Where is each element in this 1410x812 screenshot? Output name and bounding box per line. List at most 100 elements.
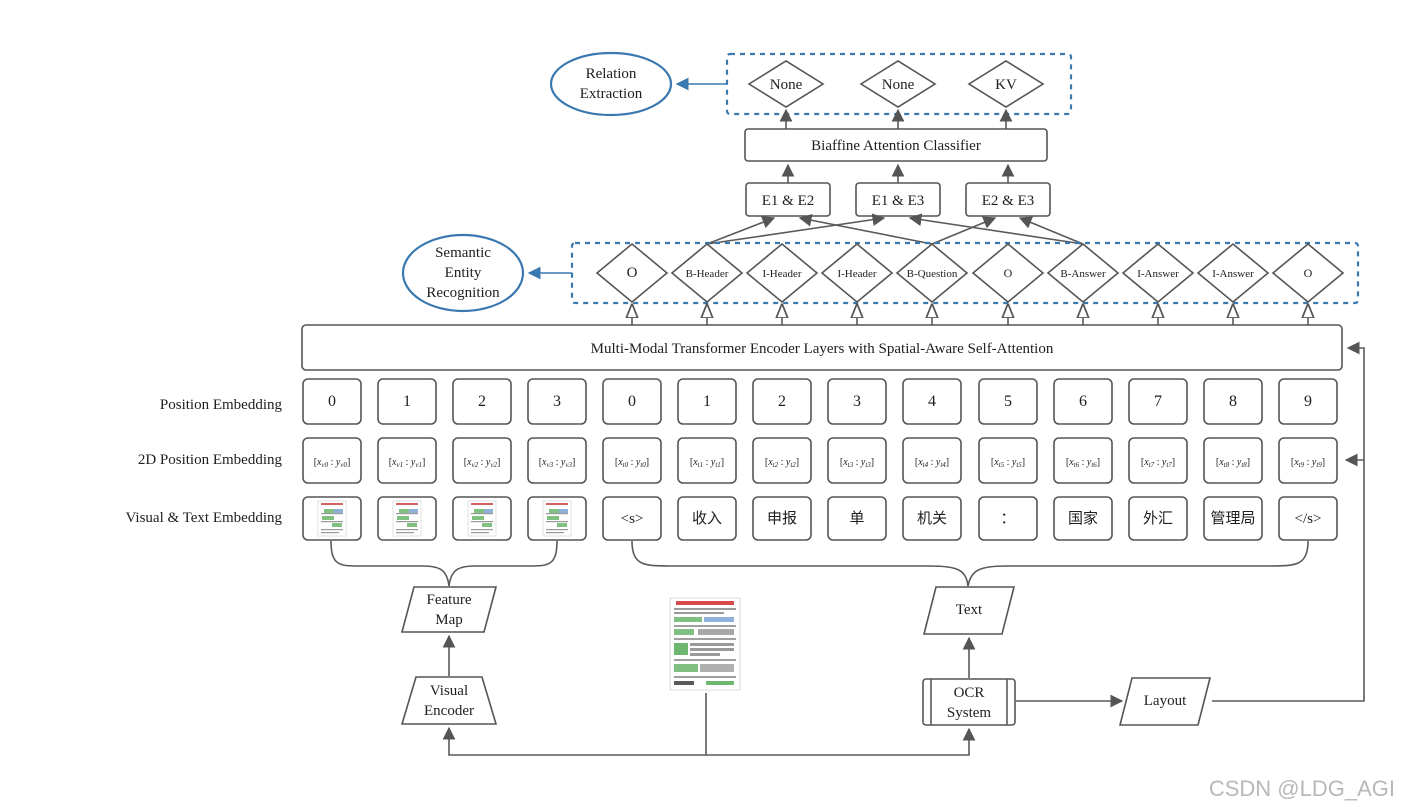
- 2d-position-embedding-row: [xv0 : yv0] [xv1 : yv1] [xv2 : yv2] [xv3 : …: [302, 437, 1338, 484]
- visual-text-embedding-label: Visual & Text Embedding: [125, 510, 282, 526]
- position-embedding-cell: 2: [752, 378, 812, 425]
- 2d-position-coords: [xv2 : yv2]: [464, 457, 501, 469]
- 2d-position-cell: [xv0 : yv0]: [302, 437, 362, 484]
- position-id: 2: [778, 393, 786, 410]
- relation-extraction-node: Relation Extraction: [549, 51, 673, 117]
- 2d-position-cell: [xv3 : yv3]: [527, 437, 587, 484]
- ser-label-diamond: O: [971, 242, 1045, 304]
- entity-pair-label: E2 & E3: [982, 193, 1035, 209]
- text-token-cell: 申报: [752, 496, 812, 541]
- ocr-label-1: OCR: [954, 685, 985, 701]
- ser-label-1: Semantic: [435, 245, 491, 261]
- transformer-encoder-label: Multi-Modal Transformer Encoder Layers w…: [591, 341, 1054, 357]
- position-embedding-label: Position Embedding: [160, 397, 283, 413]
- position-embedding-cell: 3: [527, 378, 587, 425]
- text-node: Text: [922, 586, 1016, 635]
- ser-label-text: B-Answer: [1060, 268, 1106, 280]
- text-token-cell: 国家: [1053, 496, 1113, 541]
- text-token: ：: [1000, 511, 1015, 527]
- relation-output-label: KV: [995, 77, 1017, 93]
- text-token: 单: [849, 510, 864, 527]
- entity-pair-box: E1 & E2: [745, 182, 831, 217]
- text-token-cell: </s>: [1278, 496, 1338, 541]
- ser-label-text: I-Answer: [1137, 268, 1179, 280]
- entity-to-pair-arrow: [908, 213, 1084, 245]
- doc-to-visual-arrow: [442, 693, 707, 756]
- ser-label-3: Recognition: [426, 285, 500, 301]
- transformer-encoder-box: [301, 324, 1343, 371]
- 2d-position-coords: [xt3 : yt3]: [840, 457, 874, 469]
- ser-label-text: O: [1304, 266, 1313, 280]
- position-embedding-cell: 8: [1203, 378, 1263, 425]
- visual-brace-left: [330, 540, 450, 587]
- re-output-diamonds: None None KV: [747, 60, 1045, 108]
- position-embedding-cell: 5: [978, 378, 1038, 425]
- ser-label-text: O: [627, 265, 638, 281]
- visual-patch-cell: [377, 496, 437, 541]
- position-embedding-cell: 2: [452, 378, 512, 425]
- 2d-position-coords: [xt7 : yt7]: [1141, 457, 1175, 469]
- position-embedding-cell: 0: [302, 378, 362, 425]
- entity-pairs: E1 & E2 E1 & E3 E2 & E3: [745, 182, 1051, 217]
- ser-label-diamond: I-Answer: [1196, 242, 1270, 304]
- position-id: 9: [1304, 393, 1312, 410]
- 2d-position-coords: [xv0 : yv0]: [314, 457, 351, 469]
- position-embedding-cell: 7: [1128, 378, 1188, 425]
- ser-label-diamond: O: [1271, 242, 1345, 304]
- position-id: 2: [478, 393, 486, 410]
- relation-output-diamond: None: [747, 60, 825, 108]
- position-id: 5: [1004, 393, 1012, 410]
- entity-to-pair-arrow: [931, 216, 997, 245]
- pair-connections: [706, 163, 1084, 245]
- 2d-position-coords: [xv1 : yv1]: [389, 457, 426, 469]
- biaffine-classifier-box: [744, 128, 1048, 162]
- layout-label: Layout: [1144, 693, 1187, 709]
- visual-brace-right: [448, 540, 558, 587]
- 2d-position-cell: [xt0 : yt0]: [602, 437, 662, 484]
- entity-to-pair-arrow: [1018, 216, 1084, 245]
- ser-label-diamond: I-Header: [745, 242, 819, 304]
- ser-label-diamond: I-Header: [820, 242, 894, 304]
- 2d-position-cell: [xt6 : yt6]: [1053, 437, 1113, 484]
- ser-label-2: Entity: [445, 265, 482, 281]
- relation-output-diamond: None: [859, 60, 937, 108]
- position-embedding-cell: 6: [1053, 378, 1113, 425]
- position-id: 3: [553, 393, 561, 410]
- entity-to-pair-arrow: [706, 213, 886, 245]
- visual-encoder-label-1: Visual: [430, 683, 468, 699]
- text-token: </s>: [1295, 511, 1322, 527]
- entity-pair-box: E2 & E3: [965, 182, 1051, 217]
- entity-to-pair-arrow: [706, 216, 776, 245]
- position-id: 0: [328, 393, 336, 410]
- 2d-position-coords: [xt6 : yt6]: [1066, 457, 1100, 469]
- relation-extraction-label-1: Relation: [586, 66, 637, 82]
- entity-pair-label: E1 & E3: [872, 193, 925, 209]
- semantic-entity-recognition-node: Semantic Entity Recognition: [401, 233, 525, 313]
- visual-text-embedding-row: <s>收入申报单机关：国家外汇管理局</s>: [302, 496, 1338, 541]
- 2d-position-cell: [xt3 : yt3]: [827, 437, 887, 484]
- visual-patch-cell: [452, 496, 512, 541]
- relation-output-diamond: KV: [967, 60, 1045, 108]
- ocr-label-2: System: [947, 705, 992, 721]
- layout-to-encoder-arrow: [1212, 341, 1365, 702]
- ocr-system-node: OCR System: [922, 678, 1016, 726]
- text-token-cell: 收入: [677, 496, 737, 541]
- ser-label-diamond: B-Answer: [1046, 242, 1120, 304]
- position-id: 6: [1079, 393, 1087, 410]
- text-token-cell: 单: [827, 496, 887, 541]
- position-id: 1: [403, 393, 411, 410]
- ser-label-diamond: O: [595, 242, 669, 304]
- 2d-position-cell: [xt5 : yt5]: [978, 437, 1038, 484]
- visual-patch-cell: [302, 496, 362, 541]
- ser-label-text: B-Question: [907, 268, 958, 280]
- position-embedding-cell: 0: [602, 378, 662, 425]
- ser-label-diamond: B-Question: [895, 242, 969, 304]
- feature-map-label-2: Map: [435, 612, 463, 628]
- text-token: 机关: [917, 510, 947, 527]
- text-token: 国家: [1068, 510, 1098, 527]
- entity-to-pair-arrow: [798, 213, 933, 245]
- 2d-position-cell: [xt8 : yt8]: [1203, 437, 1263, 484]
